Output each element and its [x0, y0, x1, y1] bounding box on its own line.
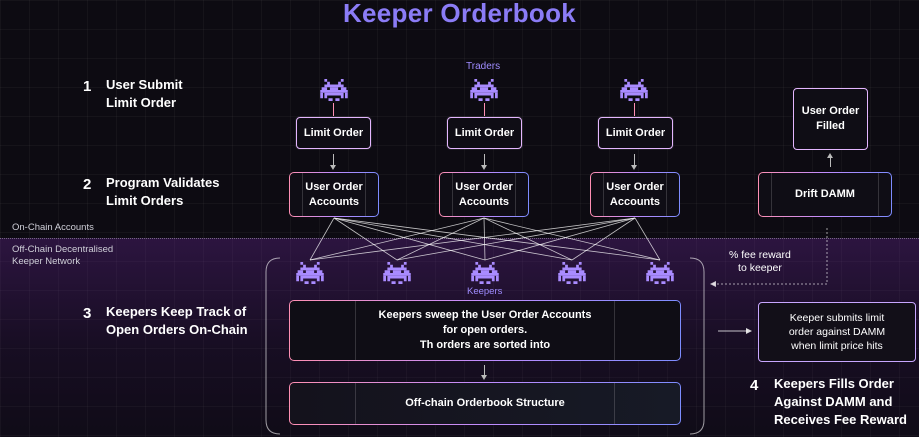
keepers-sweep-box: Keepers sweep the User Order Accounts fo… — [289, 300, 681, 361]
step-2-line1: Program Validates — [106, 175, 220, 190]
onchain-zone-label: On-Chain Accounts — [12, 222, 94, 233]
step-3-label: Keepers Keep Track of Open Orders On-Cha… — [106, 303, 248, 339]
orderbook-structure-label: Off-chain Orderbook Structure — [405, 397, 565, 409]
down-arrow — [481, 154, 487, 170]
keepers-label: Keepers — [467, 286, 503, 297]
keeper-invader-icon — [296, 262, 324, 284]
step-4-label: Keepers Fills Order Against DAMM and Rec… — [774, 375, 907, 429]
step-1-label: User Submit Limit Order — [106, 76, 183, 112]
filled-line2: Filled — [816, 120, 845, 132]
traders-label: Traders — [466, 61, 501, 72]
keeper-submits-line2: order against DAMM — [788, 326, 886, 338]
zone-divider — [0, 238, 919, 239]
down-arrow — [330, 154, 336, 170]
step-2-line2: Limit Orders — [106, 193, 184, 208]
fee-reward-line1: % fee reward — [729, 249, 791, 261]
offchain-zone-line1: Off-Chain Decentralised — [12, 244, 114, 255]
drift-damm-box: Drift DAMM — [758, 172, 892, 217]
sweep-line2: for open orders. — [442, 324, 528, 336]
fee-reward-label: % fee reward to keeper — [729, 249, 791, 275]
step-2-number: 2 — [83, 176, 92, 193]
step-3-line1: Keepers Keep Track of — [106, 304, 247, 319]
up-arrow — [827, 153, 833, 167]
keeper-invader-icon — [471, 262, 499, 284]
offchain-orderbook-box: Off-chain Orderbook Structure — [289, 382, 681, 425]
accounts-line1: User Order — [305, 180, 363, 193]
sweep-line1: Keepers sweep the User Order Accounts — [378, 309, 592, 321]
keeper-submits-box: Keeper submits limit order against DAMM … — [758, 302, 916, 362]
user-order-filled-box: User Order Filled — [793, 88, 868, 150]
step-3-number: 3 — [83, 305, 92, 322]
accounts-line2: Accounts — [458, 195, 510, 208]
trader-connector — [634, 103, 635, 116]
step-4-number: 4 — [750, 377, 759, 394]
offchain-zone-label: Off-Chain Decentralised Keeper Network — [12, 244, 113, 268]
step-3-line2: Open Orders On-Chain — [106, 322, 248, 337]
sweep-line3: Th orders are sorted into — [419, 339, 551, 351]
trader-connector — [333, 103, 334, 116]
step-4-line3: Receives Fee Reward — [774, 412, 907, 427]
trader-connector — [484, 103, 485, 116]
keeper-submits-line1: Keeper submits limit — [789, 312, 885, 324]
page-title: Keeper Orderbook — [342, 0, 577, 28]
accounts-line2: Accounts — [609, 195, 661, 208]
limit-order-box: Limit Order — [447, 117, 522, 149]
step-1-line1: User Submit — [106, 77, 183, 92]
step-4-line1: Keepers Fills Order — [774, 376, 894, 391]
filled-line1: User Order — [801, 105, 860, 117]
step-2-label: Program Validates Limit Orders — [106, 174, 219, 210]
down-arrow — [481, 365, 487, 380]
limit-order-box: Limit Order — [598, 117, 673, 149]
drift-damm-label: Drift DAMM — [795, 188, 855, 200]
accounts-line2: Accounts — [308, 195, 360, 208]
fee-reward-line2: to keeper — [738, 262, 782, 274]
keeper-invader-icon — [383, 262, 411, 284]
limit-order-box: Limit Order — [296, 117, 371, 149]
step-1-number: 1 — [83, 78, 92, 95]
step-1-line2: Limit Order — [106, 95, 177, 110]
keeper-invader-icon — [558, 262, 586, 284]
accounts-line1: User Order — [455, 180, 513, 193]
keeper-invader-icon — [646, 262, 674, 284]
offchain-zone-line2: Keeper Network — [12, 256, 81, 267]
step-4-line2: Against DAMM and — [774, 394, 893, 409]
accounts-line1: User Order — [606, 180, 664, 193]
down-arrow — [631, 154, 637, 170]
keeper-submits-line3: when limit price hits — [791, 340, 883, 352]
